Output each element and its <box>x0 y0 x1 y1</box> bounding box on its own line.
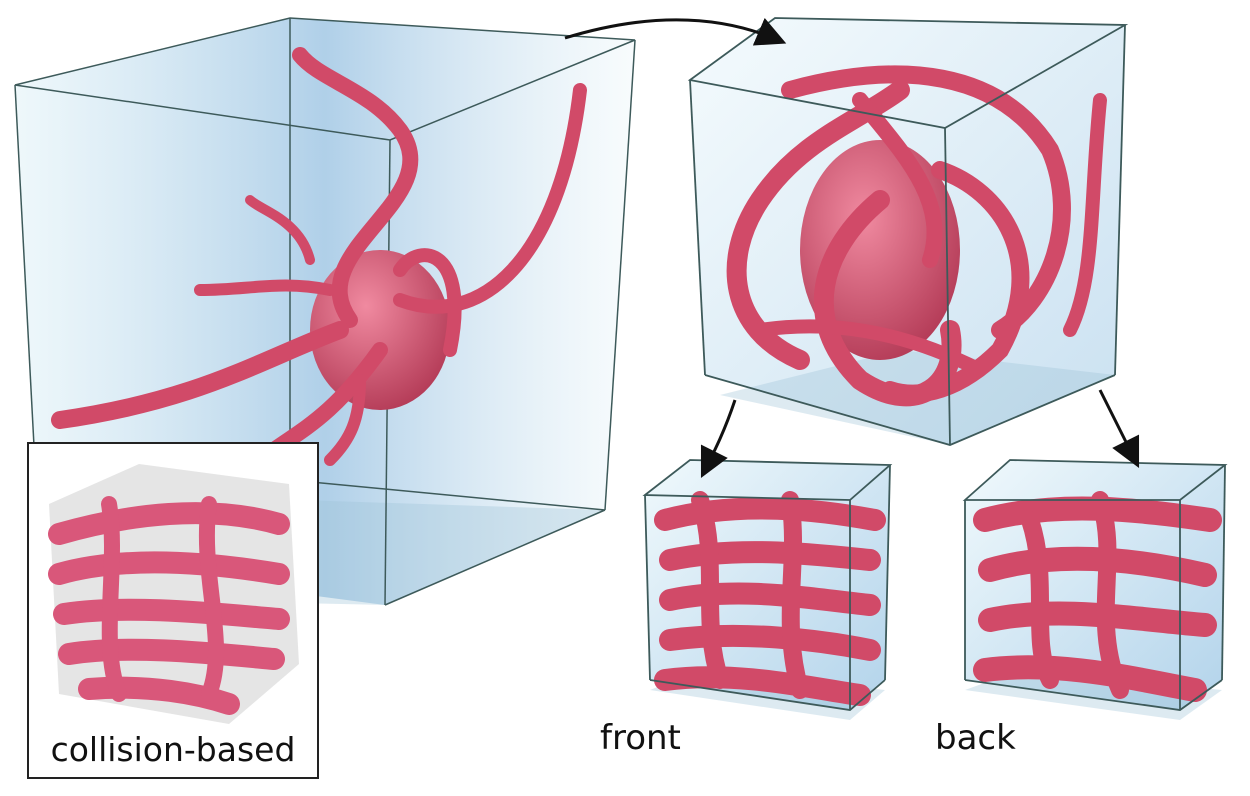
packed-cube-front <box>642 459 893 720</box>
inset-label: collision-based <box>50 730 296 769</box>
arrow-to-packed <box>564 17 787 46</box>
packed-cube-back <box>962 459 1228 720</box>
packed-cube-large <box>687 17 1129 446</box>
front-label: front <box>600 718 681 758</box>
octopus-extended <box>51 47 587 468</box>
collision-based-inset: collision-based <box>27 442 319 779</box>
back-label: back <box>935 718 1016 758</box>
arrow-to-back <box>1098 389 1140 469</box>
arrow-to-front <box>700 399 737 479</box>
collision-based-render <box>48 464 299 724</box>
